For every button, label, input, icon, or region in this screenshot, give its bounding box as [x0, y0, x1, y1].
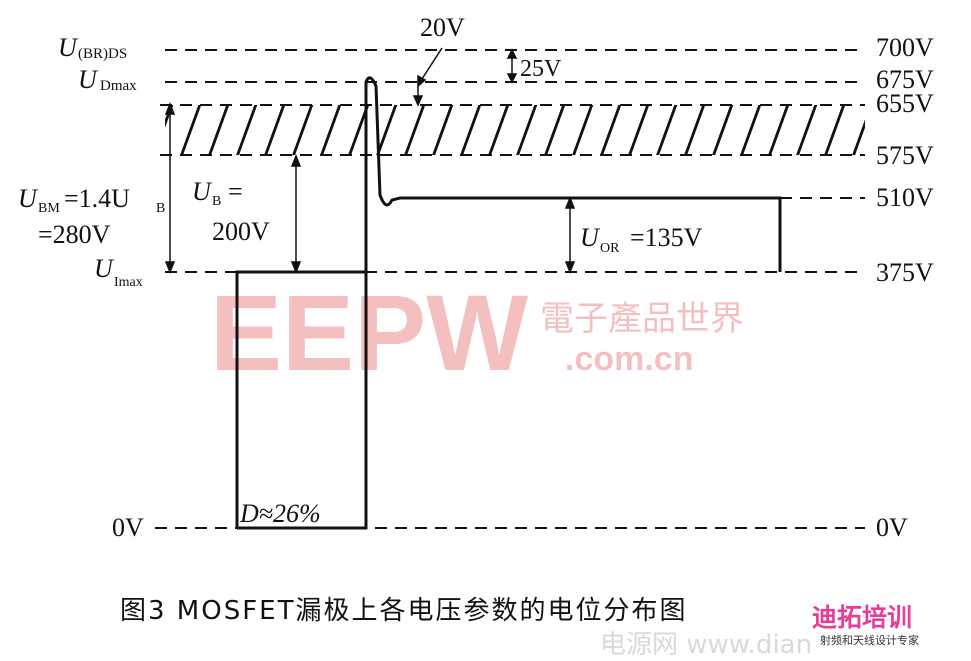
- label-ubm-eq: =1.4U: [64, 184, 130, 213]
- eepw-logo-url: .com.cn: [565, 340, 693, 378]
- uor-arrow: [564, 195, 576, 275]
- ub-arrow: [290, 153, 302, 275]
- spike-pointer: [412, 47, 443, 107]
- label-uor-sub: OR: [600, 241, 620, 256]
- label-ubm-u: U: [18, 184, 39, 213]
- drain-waveform: [235, 76, 782, 528]
- label-uimax-main: U: [94, 254, 115, 283]
- label-575v: 575V: [876, 141, 934, 170]
- label-spike-20v: 20V: [420, 13, 465, 42]
- label-655v: 655V: [876, 89, 934, 118]
- ubm-arrow: [164, 101, 176, 275]
- label-700v: 700V: [876, 33, 934, 62]
- label-margin-25v: 25V: [520, 56, 562, 82]
- label-ub-sub: B: [212, 194, 221, 209]
- label-ubm-value: =280V: [38, 220, 111, 249]
- duty-box: [237, 272, 368, 530]
- brand-watermark: 迪拓培训: [812, 603, 913, 632]
- label-ubm-sub2: B: [156, 201, 165, 216]
- label-ubm-sub: BM: [38, 201, 60, 216]
- label-ub-main: U: [192, 177, 213, 206]
- label-510v: 510V: [876, 183, 934, 212]
- hatched-band: [165, 105, 865, 155]
- eepw-logo-cn: 電子產品世界: [540, 299, 744, 339]
- label-uor-main: U: [580, 223, 601, 252]
- label-ub-eq: =: [228, 177, 243, 206]
- label-0v-left: 0V: [112, 513, 144, 542]
- label-ubrds-main: U: [58, 33, 79, 62]
- margin-arrow: [506, 48, 518, 84]
- source-watermark: 电源网 www.dian: [600, 630, 813, 660]
- label-uor-value: =135V: [630, 223, 703, 252]
- label-ubrds-sub: (BR)DS: [78, 46, 127, 62]
- label-duty-cycle: D≈26%: [239, 499, 321, 528]
- eepw-watermark: EEPW 電子產品世界 .com.cn: [210, 272, 744, 393]
- label-375v: 375V: [876, 258, 934, 287]
- label-0v-right: 0V: [876, 513, 908, 542]
- label-ub-value: 200V: [212, 217, 270, 246]
- label-udmax-main: U: [78, 65, 99, 94]
- label-675v: 675V: [876, 65, 934, 94]
- slogan-watermark: 射频和天线设计专家: [820, 634, 919, 647]
- label-udmax-sub: Dmax: [100, 78, 137, 94]
- eepw-logo-text: EEPW: [210, 272, 528, 393]
- figure-caption: 图3 MOSFET漏极上各电压参数的电位分布图: [120, 596, 688, 626]
- label-uimax-sub: Imax: [114, 275, 143, 290]
